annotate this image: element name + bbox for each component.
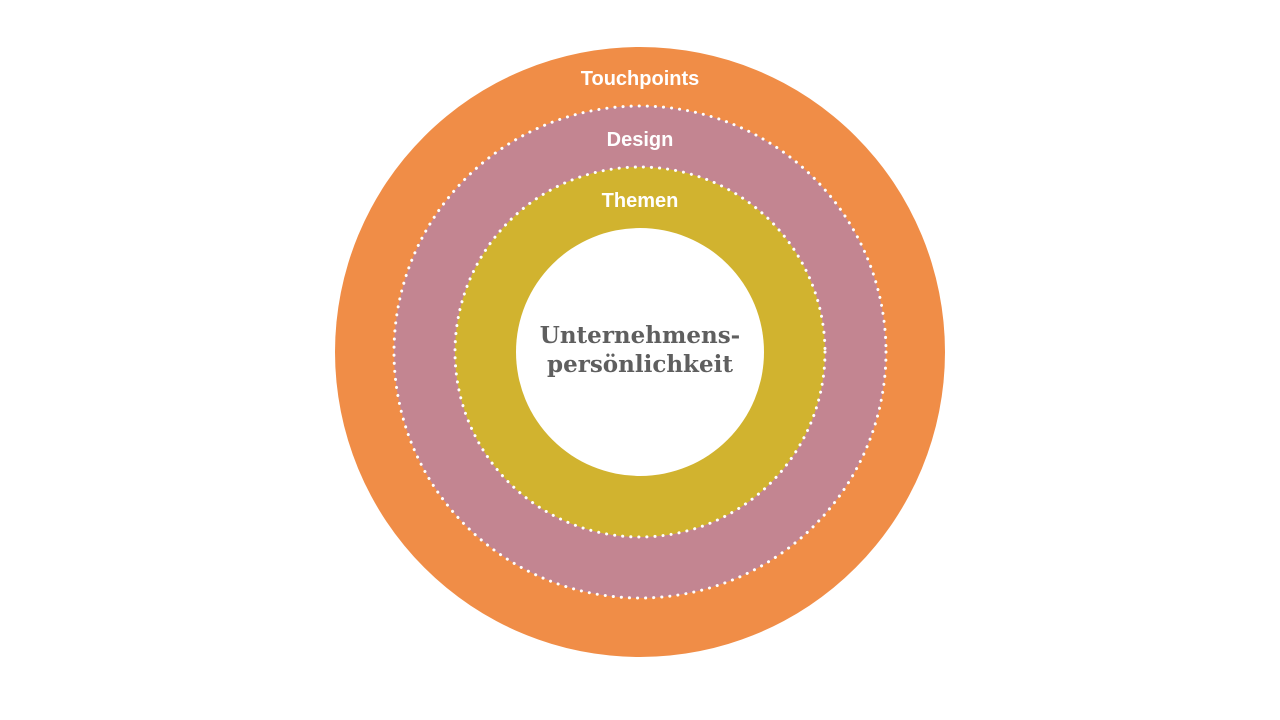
separator-themen-dotted (453, 165, 827, 539)
label-touchpoints: Touchpoints (581, 68, 700, 90)
core-circle (516, 228, 764, 476)
core-label-line2: persönlichkeit (547, 351, 733, 378)
core-label-line1: Unternehmens- (540, 322, 740, 349)
label-design: Design (607, 129, 674, 151)
separator-design-dotted (392, 104, 888, 600)
label-themen: Themen (602, 190, 679, 212)
